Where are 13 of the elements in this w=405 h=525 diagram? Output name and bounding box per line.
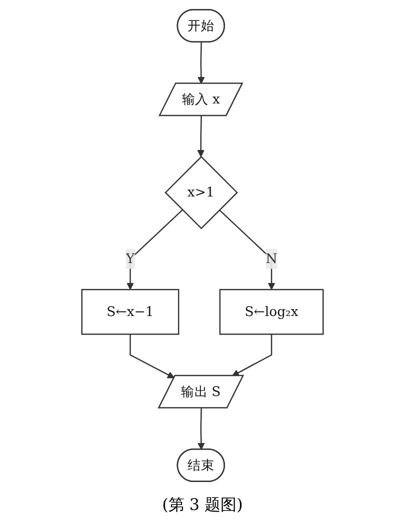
node-diamond: x>1 (164, 155, 238, 229)
node-box: S←x−1 (81, 288, 180, 334)
arrow (197, 115, 205, 157)
arrow (130, 334, 175, 378)
edge-label: Y (126, 250, 135, 266)
edge-label: N (266, 250, 278, 266)
arrow (218, 208, 276, 290)
arrow (198, 408, 205, 450)
arrow (126, 208, 183, 290)
arrow (232, 334, 272, 376)
arrow (198, 42, 205, 84)
caption: (第 3 题图) (162, 495, 243, 516)
node-box: S←log₂x (219, 288, 324, 334)
